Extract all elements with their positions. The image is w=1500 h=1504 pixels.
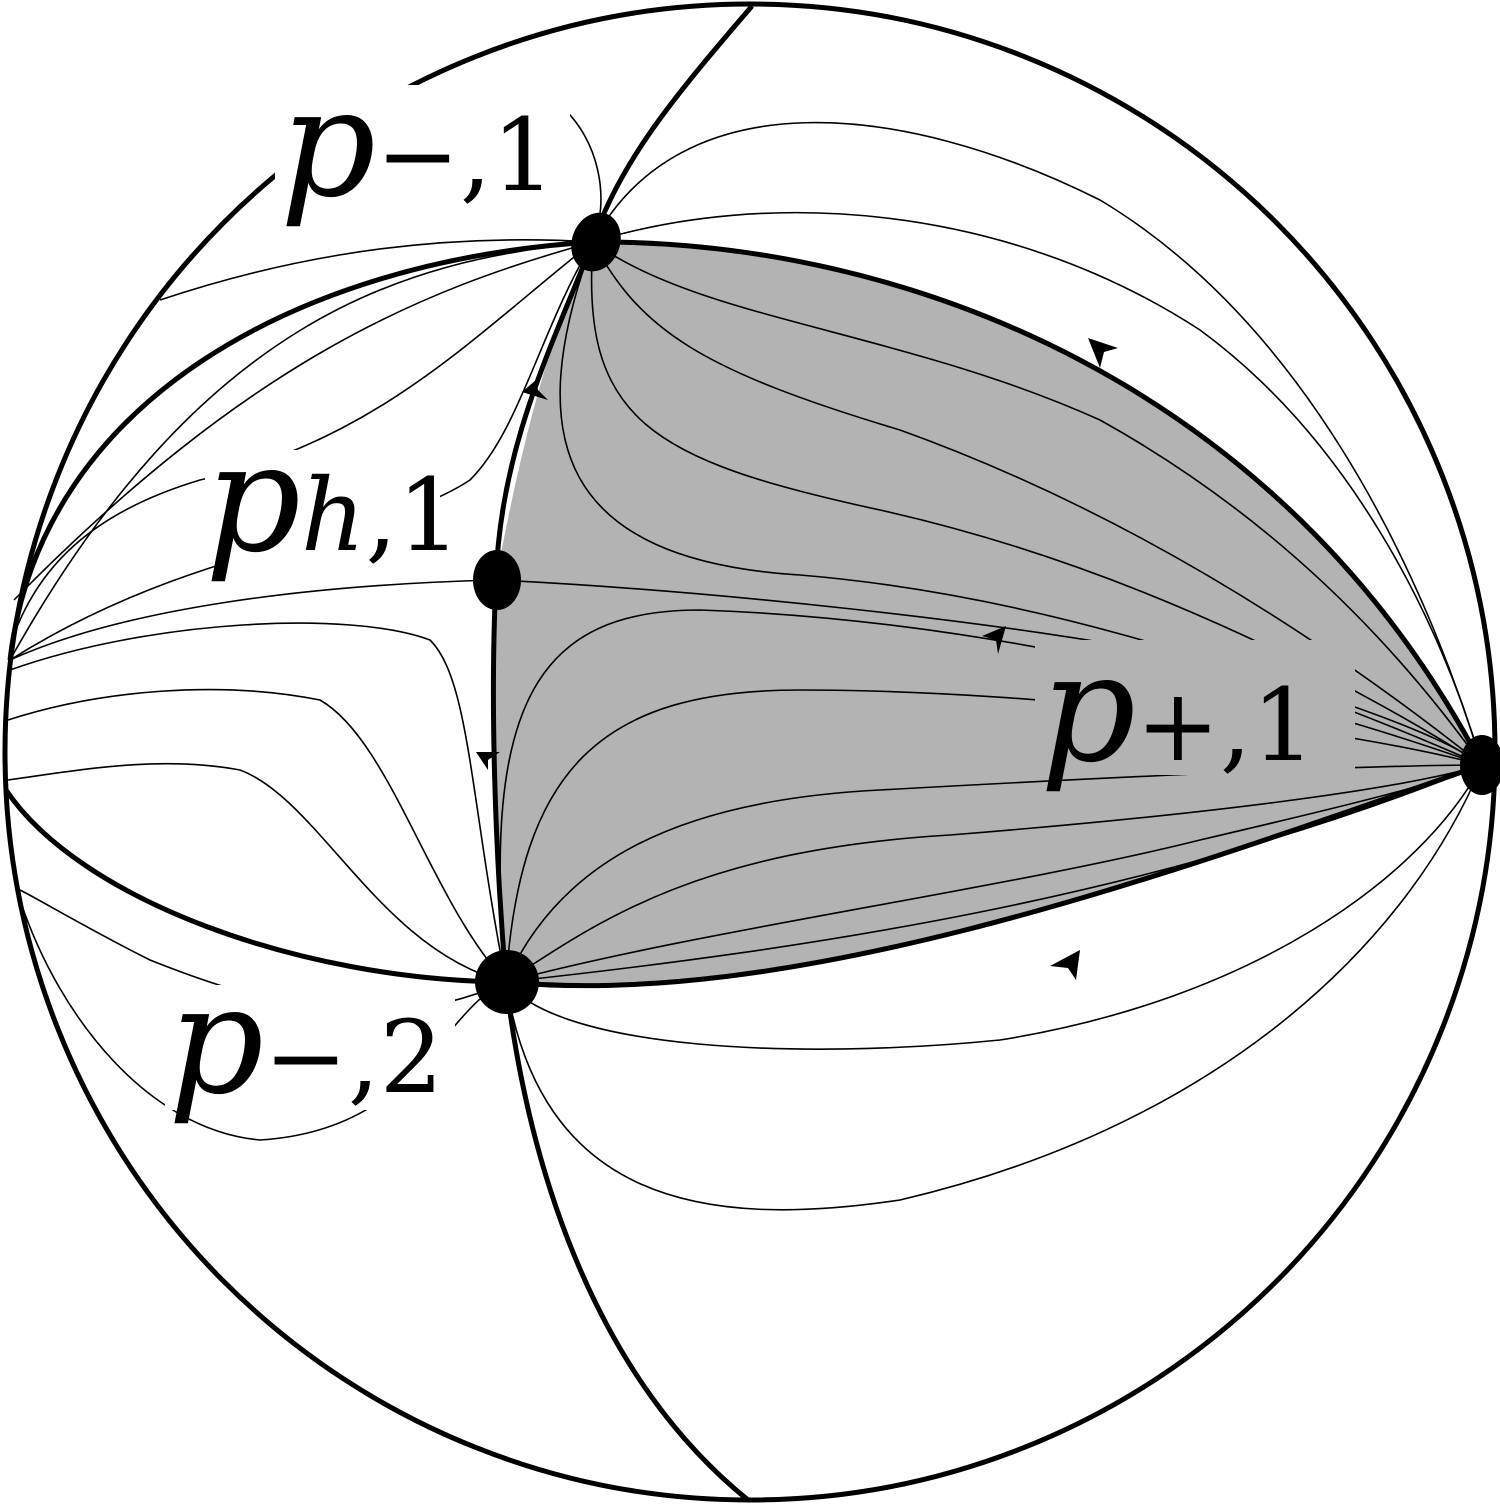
flow-line <box>592 241 1483 766</box>
flow-line <box>505 764 1483 983</box>
flow-arrows <box>476 338 1118 980</box>
label-bg <box>275 85 570 210</box>
label-p-plus-1: p+,1 <box>1035 622 1355 796</box>
label-p-minus-2: p−,2 <box>165 954 455 1128</box>
arrow-meridian-up <box>522 380 548 400</box>
label-bg <box>1035 640 1355 775</box>
label-p-h-1: ph,1 <box>205 412 461 586</box>
point-p-plus-1 <box>1460 735 1500 795</box>
flow-line <box>592 211 1483 766</box>
point-p-minus-2 <box>475 950 539 1014</box>
flow-line <box>13 241 594 601</box>
point-p-minus-1 <box>571 212 621 272</box>
flow-line <box>159 239 594 301</box>
flow-line <box>505 764 1483 983</box>
flow-line <box>505 764 1483 983</box>
arrow-lower-separatrix <box>1050 950 1080 980</box>
label-text: p+,1 <box>1040 622 1315 796</box>
flow-line <box>9 622 507 983</box>
point-p-h-1 <box>473 550 521 610</box>
label-bg <box>205 450 440 565</box>
label-p-minus-1: p−,1 <box>275 57 570 231</box>
arrow-ph-line <box>982 626 1006 654</box>
label-text: p−,1 <box>280 57 555 231</box>
flow-line <box>505 764 1483 1211</box>
fixed-points <box>473 212 1500 1014</box>
flow-line <box>9 241 594 661</box>
flow-line <box>7 688 507 983</box>
flow-line <box>505 764 1483 1050</box>
label-bg <box>165 985 455 1110</box>
label-text: p−,2 <box>168 954 443 1128</box>
shaded-basin-region <box>492 241 1482 986</box>
separatrix-lower <box>3 762 1483 989</box>
arrow-upper-separatrix <box>1088 338 1118 368</box>
flow-line <box>592 241 1483 766</box>
flow-line <box>7 762 507 983</box>
flow-line <box>590 241 1483 766</box>
flow-line <box>9 579 497 661</box>
label-text: ph,1 <box>205 412 461 586</box>
flow-line <box>592 121 1483 766</box>
meridian-left <box>490 4 754 1502</box>
arrow-meridian-down <box>476 752 500 770</box>
